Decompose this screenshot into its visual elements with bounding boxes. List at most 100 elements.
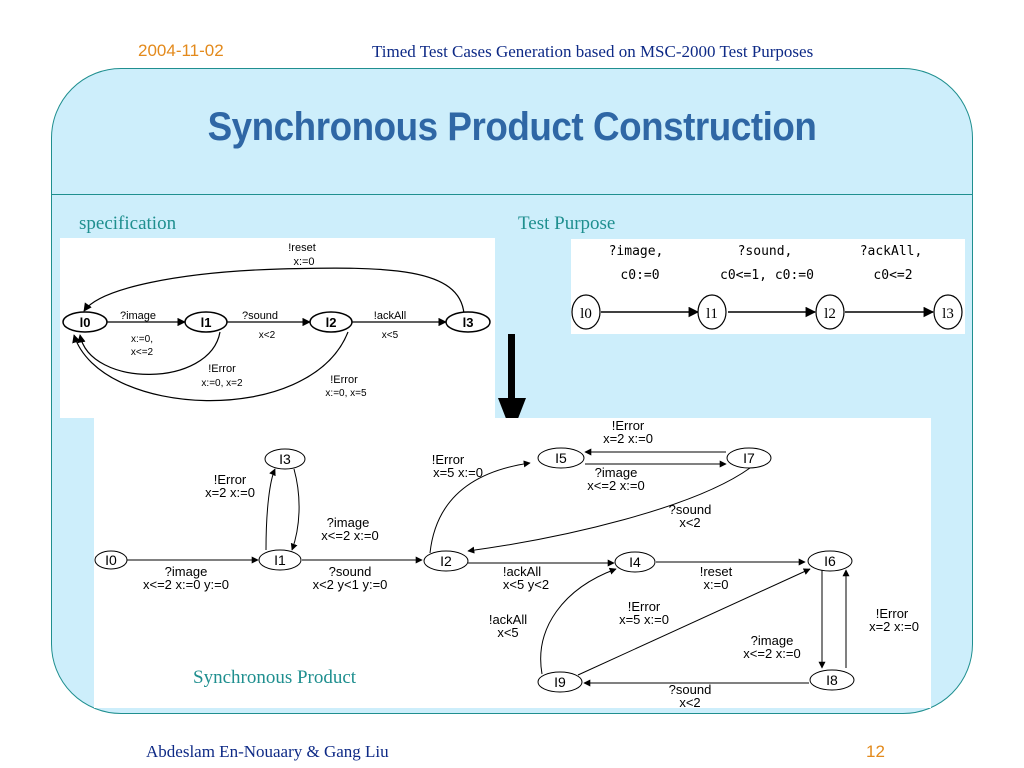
- spec-reset-action: !reset: [288, 242, 316, 254]
- tp-edge3-clock: c0<=2: [873, 268, 912, 283]
- spec-reset-update: x:=0: [293, 256, 314, 268]
- prod-state-i6: [807, 550, 853, 572]
- prod-state-i1-label: I1: [274, 552, 286, 568]
- title-divider: [51, 194, 973, 195]
- specification-label: specification: [79, 213, 177, 234]
- prod-label-e72-guard: x<2: [679, 515, 700, 530]
- prod-label-e25-guard: x=5 x:=0: [433, 465, 483, 480]
- prod-state-i9: [537, 671, 583, 693]
- prod-state-i7: [726, 447, 772, 469]
- prod-label-e86-action: ?image: [751, 633, 794, 648]
- prod-label-e01-guard: x<=2 x:=0 y:=0: [143, 577, 229, 592]
- page-number: 12: [866, 742, 885, 761]
- prod-label-e46-action: !reset: [700, 564, 733, 579]
- prod-label-e86-guard: x<=2 x:=0: [743, 646, 800, 661]
- prod-label-e12-action: ?sound: [329, 564, 372, 579]
- spec-state-l1-label: l1: [201, 315, 212, 330]
- down-arrow-icon: [498, 334, 526, 434]
- spec-edge-error2: [72, 331, 349, 402]
- prod-label-e75-action: ?image: [595, 465, 638, 480]
- spec-image-guard: x<=2: [131, 347, 154, 358]
- prod-label-e68-guard: x=2 x:=0: [869, 619, 919, 634]
- slide-title: Synchronous Product Construction: [207, 105, 817, 149]
- prod-label-e89-action: ?sound: [669, 682, 712, 697]
- prod-label-e31-guard: x<=2 x:=0: [321, 528, 378, 543]
- prod-label-e01-action: ?image: [165, 564, 208, 579]
- prod-state-i8: [809, 669, 855, 691]
- prod-state-i6-label: I6: [824, 553, 836, 569]
- test-purpose-label: Test Purpose: [518, 213, 616, 234]
- spec-state-l0: [62, 311, 108, 333]
- prod-label-e68-action: !Error: [876, 606, 909, 621]
- prod-state-i7-label: I7: [743, 450, 755, 466]
- prod-edge-i1-i3: [265, 468, 276, 551]
- tp-edge3-action: ?ackAll,: [860, 244, 923, 259]
- spec-state-l0-label: l0: [80, 315, 91, 330]
- tp-state-l2-label: l2: [824, 306, 836, 322]
- header-date: 2004-11-02: [138, 41, 224, 60]
- prod-state-i9-label: I9: [554, 674, 566, 690]
- spec-sound-guard: x<2: [259, 330, 276, 341]
- spec-state-l3-label: l3: [463, 315, 474, 330]
- prod-label-e13-action: !Error: [214, 472, 247, 487]
- prod-label-e96-action: !Error: [628, 599, 661, 614]
- prod-state-i4: [614, 551, 656, 573]
- tp-edge2-clock: c0<=1, c0:=0: [720, 268, 814, 283]
- tp-state-l2: [815, 294, 845, 330]
- tp-edge1-action: ?image,: [609, 244, 664, 259]
- prod-edge-i9-i6: [577, 568, 811, 676]
- footer-authors: Abdeslam En-Nouaary & Gang Liu: [146, 742, 389, 761]
- header-title: Timed Test Cases Generation based on MSC…: [372, 42, 814, 61]
- tp-state-l0-label: l0: [580, 306, 592, 322]
- prod-label-e24-guard: x<5 y<2: [503, 577, 549, 592]
- prod-label-e89-guard: x<2: [679, 695, 700, 708]
- spec-ackall-guard: x<5: [382, 330, 399, 341]
- prod-label-e96-guard: x=5 x:=0: [619, 612, 669, 627]
- prod-state-i0: [94, 550, 128, 570]
- tp-state-l1-label: l1: [706, 306, 718, 322]
- prod-state-i2: [423, 550, 469, 572]
- spec-sound-action: ?sound: [242, 310, 278, 322]
- prod-label-e46-guard: x:=0: [704, 577, 729, 592]
- prod-state-i0-label: I0: [105, 552, 117, 568]
- spec-error1-update: x:=0, x=2: [201, 378, 243, 389]
- tp-edge2-action: ?sound,: [738, 244, 793, 259]
- prod-state-i2-label: I2: [440, 553, 452, 569]
- prod-state-i5: [537, 447, 585, 469]
- prod-label-e31-action: ?image: [327, 515, 370, 530]
- tp-state-l3: [933, 294, 963, 330]
- prod-edge-i2-i5: [429, 460, 531, 554]
- spec-edge-reset: [83, 267, 465, 315]
- prod-label-e57-guard: x=2 x:=0: [603, 431, 653, 446]
- spec-error2-update: x:=0, x=5: [325, 388, 367, 399]
- prod-label-e75-guard: x<=2 x:=0: [587, 478, 644, 493]
- spec-state-l1: [184, 311, 228, 333]
- tp-state-l3-label: l3: [942, 306, 954, 322]
- prod-edge-i7-i2: [467, 467, 751, 554]
- specification-diagram: !reset x:=0 ?image x:=0, x<=2 ?sound x<2…: [60, 238, 495, 418]
- spec-state-l2-label: l2: [326, 315, 337, 330]
- spec-image-action: ?image: [120, 310, 156, 322]
- test-purpose-diagram: ?image, c0:=0 ?sound, c0<=1, c0:=0 ?ackA…: [571, 239, 965, 334]
- prod-state-i8-label: I8: [826, 672, 838, 688]
- prod-label-e72-action: ?sound: [669, 502, 712, 517]
- prod-state-i3: [264, 448, 306, 470]
- tp-state-l0: [571, 294, 601, 330]
- prod-label-e57-action: !Error: [612, 418, 645, 433]
- spec-error1-action: !Error: [208, 363, 236, 375]
- spec-ackall-action: !ackAll: [374, 310, 406, 322]
- prod-label-e13-guard: x=2 x:=0: [205, 485, 255, 500]
- spec-state-l3: [445, 311, 491, 333]
- prod-label-e25-action: !Error: [432, 452, 465, 467]
- prod-edge-i9-i4: [540, 567, 617, 675]
- spec-error2-action: !Error: [330, 374, 358, 386]
- tp-edge1-clock: c0:=0: [620, 268, 659, 283]
- spec-image-update: x:=0,: [131, 334, 153, 345]
- synchronous-product-label: Synchronous Product: [193, 667, 357, 688]
- prod-state-i3-label: I3: [279, 451, 291, 467]
- prod-state-i5-label: I5: [555, 450, 567, 466]
- product-diagram: ?image x<=2 x:=0 y:=0 ?sound x<2 y<1 y:=…: [94, 418, 931, 708]
- prod-label-e24-action: !ackAll: [503, 564, 541, 579]
- prod-edge-i3-i1: [290, 468, 300, 551]
- prod-label-e12-guard: x<2 y<1 y:=0: [313, 577, 388, 592]
